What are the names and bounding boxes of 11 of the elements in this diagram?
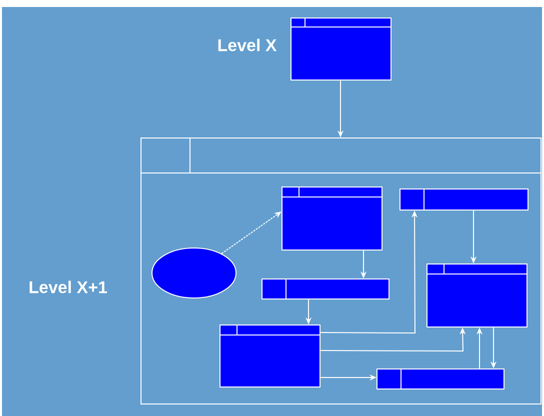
title-bar [376, 368, 504, 390]
ellipse [152, 248, 236, 298]
title-bar [262, 278, 390, 300]
window-box [282, 186, 382, 250]
window-box [426, 264, 528, 328]
level-label: Level X [218, 38, 277, 52]
window-box [220, 324, 320, 388]
title-bar [400, 188, 528, 210]
window-box [290, 18, 392, 80]
container-box [140, 138, 542, 404]
level-label: Level X+1 [30, 280, 107, 294]
